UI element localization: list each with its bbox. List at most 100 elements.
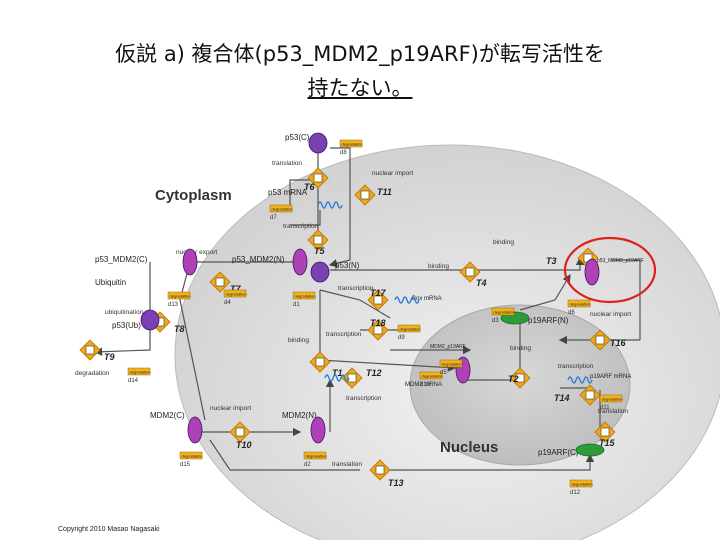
proc-transcription-4: transcription [346,395,382,402]
transition-label-t15: T15 [599,438,616,448]
degradation-box-d13: degradation d13 [167,291,191,308]
proc-ubiquitination: ubiquitination [105,309,144,316]
delay-label-d7: d7 [270,215,277,221]
label-mdm2-p19arf: MDM2_p19ARF [430,344,466,350]
cytoplasm-label: Cytoplasm [155,187,232,204]
label-p19arf-c: p19ARF(C) [538,448,579,457]
transition-t1: T1 [309,351,343,378]
transition-t12: T12 [341,367,382,389]
transition-label-t17: T17 [370,288,387,298]
transition-t5: T5 [307,229,329,256]
transition-label-t10: T10 [236,440,252,450]
p53-mrna-squiggle [317,201,343,209]
proc-binding-3: binding [288,337,309,344]
box-mrna-squiggle [394,296,420,304]
transition-label-t6: T6 [304,182,315,192]
copyright-text: Copyright 2010 Masao Nagasaki [58,526,160,533]
proc-nuclear-import-1: nuclear import [372,170,413,177]
slide-title-line2: 持たない。 [307,76,413,100]
transition-t4: T4 [459,261,487,288]
svg-text:degradation: degradation [306,454,327,459]
transition-label-t7: T7 [230,284,241,294]
svg-text:degradation: degradation [226,292,247,297]
delay-label-d12: d12 [570,490,581,496]
transition-t15: T15 [594,421,616,448]
degradation-box-d10: degradation d10 [419,371,443,388]
complex-highlight [563,236,657,304]
transition-label-t5: T5 [314,246,325,256]
proc-nuclear-import-3: nuclear import [590,311,631,318]
mdm2-n-glyph [310,416,326,444]
delay-label-d13: d13 [168,302,179,308]
p53-n-glyph [310,261,330,283]
proc-translation-2: translation [598,408,628,415]
p19arf-mrna-squiggle [567,376,593,384]
transition-label-t18: T18 [370,318,386,328]
p53-ub-glyph [140,309,160,331]
p53-mdm2-c-glyph [182,248,198,276]
transition-label-t4: T4 [476,278,487,288]
transition-label-t9: T9 [104,352,115,362]
delay-label-d5: d5 [440,370,447,376]
transition-label-t12: T12 [366,368,382,378]
delay-label-d1: d1 [293,302,300,308]
label-p53-ub: p53(Ub) [112,321,141,330]
proc-nuclear-export: nuclear export [176,249,217,256]
degradation-box-d11: degradation d11 [599,394,623,411]
svg-text:degradation: degradation [170,294,191,299]
delay-label-d15: d15 [180,462,191,468]
transition-label-t8: T8 [174,324,185,334]
transition-t11: T11 [354,184,392,206]
svg-text:degradation: degradation [182,454,203,459]
proc-transcription-2: transcription [338,285,374,292]
svg-text:degradation: degradation [572,482,593,487]
transition-label-t2: T2 [508,374,519,384]
delay-label-d9: d9 [398,335,405,341]
svg-text:degradation: degradation [602,397,623,402]
transition-label-t14: T14 [554,393,570,403]
transition-t14: T14 [554,384,601,406]
delay-label-d4: d4 [224,300,231,306]
delay-label-d10: d10 [420,382,431,388]
delay-label-d11: d11 [600,405,610,411]
svg-text:degradation: degradation [295,294,316,299]
svg-text:degradation: degradation [422,374,443,379]
label-p19arf-mrna: p19ARF mRNA [590,374,631,380]
proc-translation-3: translation [332,461,362,468]
delay-label-d8: d8 [340,150,347,156]
degradation-box-d4: degradation d4 [223,289,247,306]
transition-label-t1: T1 [332,368,343,378]
label-p53-mrna: p53 mRNA [268,188,308,197]
proc-transcription-5: transcription [558,363,594,370]
transition-nodes: T1T2T3T4T5T6T7T8T9T10T11T12T13T14T15T16T… [79,167,627,488]
label-p53-mdm2-n: p53_MDM2(N) [232,255,285,264]
svg-text:degradation: degradation [570,302,591,307]
transition-label-t16: T16 [610,338,627,348]
p53-mdm2-n-glyph [292,248,308,276]
proc-binding-1: binding [493,239,514,246]
degradation-box-d1: degradation d1 [292,291,316,308]
proc-binding-2: binding [428,263,449,270]
transition-t16: T16 [589,329,627,351]
process-labels: translation nuclear import transcription… [75,160,631,468]
label-p53-mdm2-c: p53_MDM2(C) [95,255,148,264]
label-p19arf-n: p19ARF(N) [528,316,569,325]
delay-label-d3: d3 [492,318,499,324]
label-mdm2-mrna: MDM2 mRNA [405,382,442,388]
complex-glyph [584,258,600,286]
transition-t17: T17 [367,288,389,311]
p19arf-c-glyph [575,443,605,457]
delay-label-d6: d6 [568,310,575,316]
proc-translation-1: translation [272,160,302,167]
protein-glyphs [140,132,605,457]
degradation-box-d6: degradation d6 [567,299,591,316]
label-p53-c: p53(C) [285,133,310,142]
nucleus-label: Nucleus [440,439,498,456]
proc-degradation-1: degradation [75,370,110,377]
p53-c-glyph [308,132,328,154]
